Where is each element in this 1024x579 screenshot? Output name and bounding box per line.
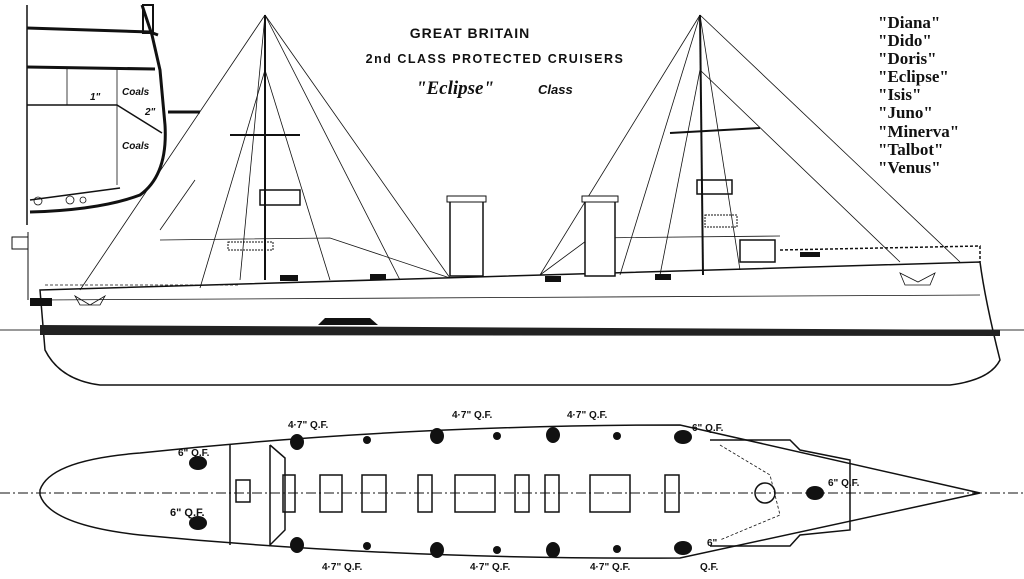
ship-name-list: "Diana" "Dido" "Doris" "Eclipse" "Isis" … [878,13,959,177]
title-subtitle: 2nd CLASS PROTECTED CRUISERS [366,52,625,66]
ship-name: "Minerva" [878,122,959,141]
gun-label: Q.F. [700,562,719,573]
ship-name: "Talbot" [878,140,944,159]
gun-label: 6" Q.F. [178,448,210,459]
armor-label: 1" [90,92,101,103]
ship-name: "Isis" [878,85,921,104]
gun-label: 6" Q.F. [828,478,860,489]
gun-label: 6" Q.F. [692,423,724,434]
ship-name: "Diana" [878,13,940,32]
gun-label: 6" [707,538,718,549]
hull-section-inset: 1" Coals 2" Coals [26,4,200,231]
title-class-word: Class [538,82,573,97]
title-country: GREAT BRITAIN [410,25,531,41]
gun-label: 4·7" Q.F. [288,420,329,431]
gun-label: 4·7" Q.F. [470,562,511,573]
gun-label: 4·7" Q.F. [567,410,608,421]
ship-name: "Dido" [878,31,932,50]
coals-label: Coals [122,87,150,98]
ship-name: "Juno" [878,103,933,122]
gun-label: 6" Q.F. [170,507,205,519]
coals-label: Coals [122,141,150,152]
gun-label: 4·7" Q.F. [322,562,363,573]
title-class-name: "Eclipse" [416,78,494,99]
ship-name: "Eclipse" [878,67,949,86]
deck-plan-view: 4·7" Q.F. 4·7" Q.F. 4·7" Q.F. 6" Q.F. 6"… [0,410,1024,573]
armor-label: 2" [144,107,156,118]
ship-name: "Venus" [878,158,941,177]
side-profile-view [11,14,1001,386]
gun-label: 4·7" Q.F. [452,410,493,421]
ship-name: "Doris" [878,49,937,68]
gun-label: 4·7" Q.F. [590,562,631,573]
